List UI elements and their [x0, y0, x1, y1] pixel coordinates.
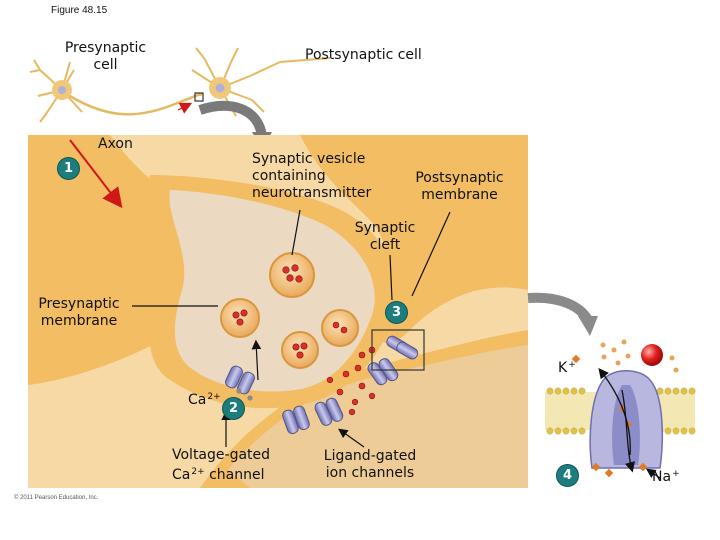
- neuron-inset: [29, 47, 331, 123]
- ligand-gated-channel: [282, 405, 310, 435]
- synaptic-vesicle: [220, 298, 260, 338]
- zoom-arrow-top: [198, 100, 267, 138]
- ion-label-k: K+: [558, 357, 576, 376]
- synaptic-vesicle: [281, 331, 319, 369]
- bound-neurotransmitter: [641, 344, 663, 366]
- inset-axon: [69, 92, 203, 116]
- label-line: membrane: [40, 313, 118, 329]
- leader-lines: [132, 209, 451, 448]
- label-line: Synaptic vesicle: [252, 151, 366, 167]
- label-ca-channel-line: Ca2+ channel: [172, 464, 270, 483]
- voltage-gated-channel: [225, 365, 255, 395]
- ion-label-na: Na+: [652, 466, 680, 485]
- step-badge-3: 3: [385, 301, 408, 324]
- ligand-gated-channel: [314, 397, 344, 426]
- ion-channel-detail: [545, 339, 696, 479]
- presynaptic-neuron: [29, 59, 83, 123]
- postsynaptic-neuron: [191, 47, 331, 117]
- label-ca-symbol: Ca: [172, 467, 191, 483]
- vesicle-fusion-arrow: [251, 339, 262, 381]
- label-postsynaptic-membrane: Postsynaptic membrane: [402, 170, 517, 204]
- k-ions: [600, 339, 679, 373]
- label-line: Presynaptic: [38, 296, 120, 312]
- label-synaptic-vesicle: Synaptic vesicle containing neurotransmi…: [252, 151, 371, 202]
- ion-symbol: K: [558, 360, 568, 376]
- label-postsynaptic-cell: Postsynaptic cell: [305, 47, 422, 63]
- label-line: neurotransmitter: [252, 185, 372, 201]
- label-synaptic-cleft: Synaptic cleft: [345, 220, 425, 254]
- label-line: Presynaptic: [64, 40, 147, 56]
- label-line: Ligand-gated: [323, 448, 417, 464]
- label-axon: Axon: [98, 136, 133, 152]
- ion-label-ca: Ca2+: [188, 389, 221, 408]
- neurotransmitter-molecules: [232, 264, 376, 416]
- label-presynaptic-cell: Presynaptic cell: [48, 40, 163, 74]
- label-ligand-gated-channels: Ligand-gated ion channels: [315, 448, 425, 482]
- synaptic-vesicle: [321, 309, 359, 347]
- zoom-box-channel: [371, 329, 425, 371]
- ion-charge: +: [568, 360, 576, 370]
- label-line: cleft: [369, 237, 401, 253]
- label-line: Voltage-gated: [172, 447, 271, 463]
- label-line: Postsynaptic: [415, 170, 504, 186]
- synaptic-vesicles: [220, 252, 359, 369]
- synaptic-vesicle: [269, 252, 315, 298]
- ion-charge: +: [672, 469, 680, 479]
- step-badge-4: 4: [556, 464, 579, 487]
- label-line: ion channels: [325, 465, 415, 481]
- step-badge-1: 1: [57, 157, 80, 180]
- label-line: cell: [93, 57, 118, 73]
- label-line: containing: [252, 168, 326, 184]
- ion-symbol: Na: [652, 469, 672, 485]
- ligand-gated-channels: [282, 335, 419, 435]
- copyright: © 2011 Pearson Education, Inc.: [14, 495, 99, 501]
- label-line: Synaptic: [354, 220, 416, 236]
- inset-zoom-box: [194, 92, 204, 102]
- postsynaptic-cell-body: [300, 135, 528, 344]
- ion-symbol: Ca: [188, 392, 207, 408]
- label-presynaptic-membrane: Presynaptic membrane: [24, 296, 134, 330]
- ion-charge: 2+: [207, 392, 221, 402]
- presynaptic-cytoplasm: [169, 190, 375, 392]
- label-channel-word: channel: [204, 467, 265, 483]
- label-line: membrane: [421, 187, 498, 203]
- step-badge-2: 2: [222, 397, 245, 420]
- ligand-gated-channel: [386, 335, 419, 360]
- action-potential-arrow: [69, 139, 123, 209]
- label-voltage-gated-channel: Voltage-gated Ca2+ channel: [172, 447, 270, 483]
- figure-label: Figure 48.15: [51, 5, 108, 16]
- label-ca-charge: 2+: [191, 467, 205, 477]
